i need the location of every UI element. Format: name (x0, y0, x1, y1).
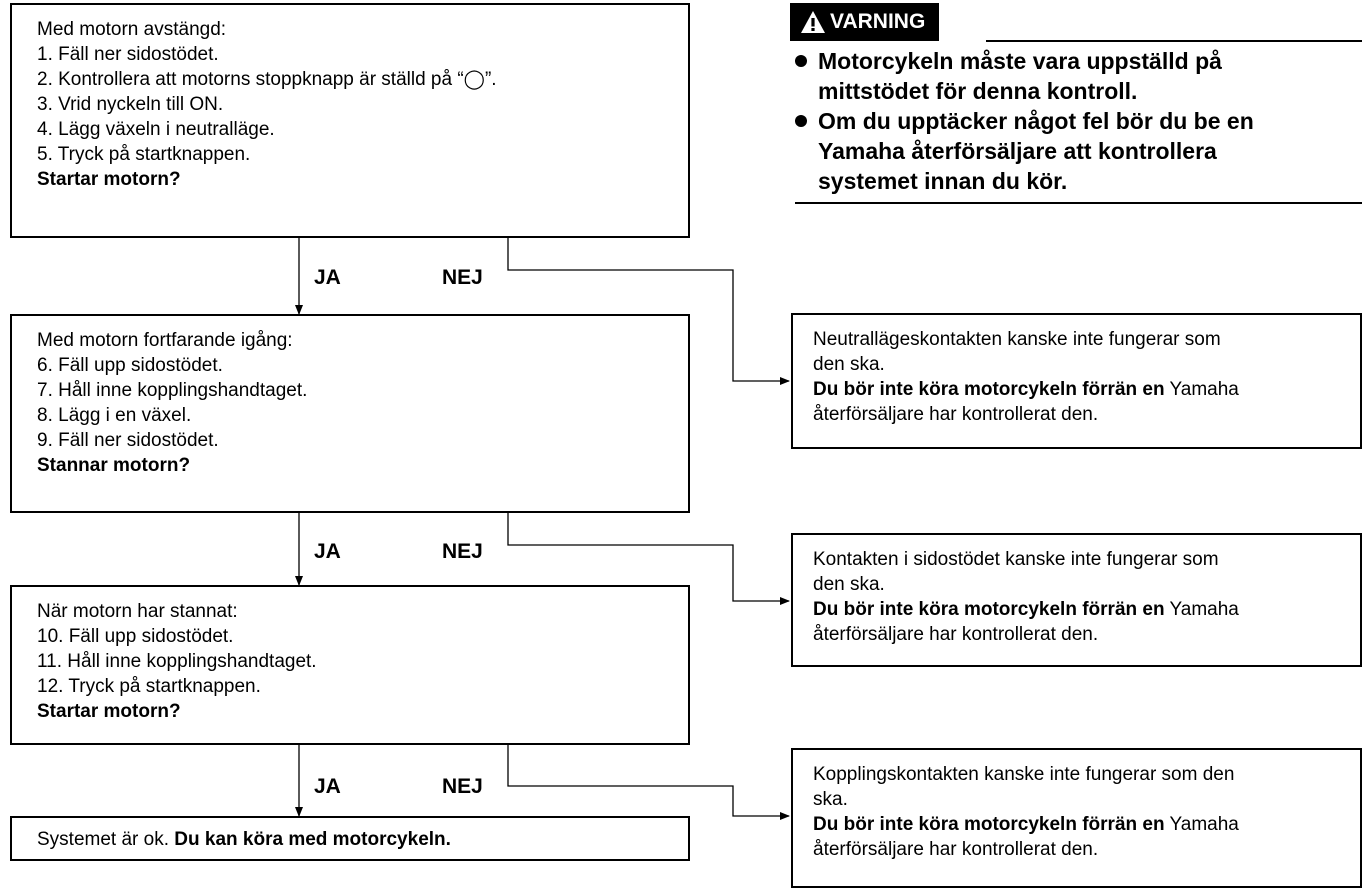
warning-item-2: Om du upptäcker något fel bör du be en Y… (790, 106, 1362, 196)
step-1-heading: Med motorn avstängd: (37, 19, 227, 40)
warning-header-rule (986, 40, 1362, 42)
result-box-2: Kontakten i sidostödet kanske inte funge… (791, 533, 1362, 667)
result-3-rest-2: återförsäljare har kontrollerat den. (813, 839, 1099, 860)
result-3-line-2: ska. (813, 789, 848, 810)
final-bold-text: Du kan köra med motorcykeln. (174, 829, 451, 850)
yes-label-3: JA (314, 775, 341, 798)
result-2-line-2: den ska. (813, 574, 885, 595)
step-box-1: Med motorn avstängd: 1. Fäll ner sidostö… (10, 3, 690, 238)
result-2-rest-2: återförsäljare har kontrollerat den. (813, 624, 1099, 645)
step-1-item-1: 1. Fäll ner sidostödet. (37, 44, 219, 65)
result-box-1: Neutrallägeskontakten kanske inte funger… (791, 313, 1362, 449)
warning-item-1-line-2: mittstödet för denna kontroll. (818, 78, 1138, 104)
warning-item-1-line-1: Motorcykeln måste vara uppställd på (818, 48, 1222, 74)
result-1-line-2: den ska. (813, 354, 885, 375)
step-3-item-1: 10. Fäll upp sidostödet. (37, 626, 234, 647)
result-1-line-1: Neutrallägeskontakten kanske inte funger… (813, 329, 1221, 350)
step-2-item-3: 8. Lägg i en växel. (37, 405, 192, 426)
result-3-line-1: Kopplingskontakten kanske inte fungerar … (813, 764, 1235, 785)
warning-title: VARNING (830, 10, 926, 33)
warning-bottom-rule (795, 202, 1362, 204)
final-box: Systemet är ok. Du kan köra med motorcyk… (10, 816, 690, 861)
step-1-item-3: 3. Vrid nyckeln till ON. (37, 94, 224, 115)
warning-header: VARNING (790, 3, 1362, 43)
no-connector-2 (507, 513, 790, 605)
step-2-question: Stannar motorn? (37, 455, 191, 476)
no-label-3: NEJ (442, 775, 483, 798)
step-3-item-2: 11. Håll inne kopplingshandtaget. (37, 651, 317, 672)
result-2-line-1: Kontakten i sidostödet kanske inte funge… (813, 549, 1219, 570)
no-label-2: NEJ (442, 540, 483, 563)
warning-block: VARNING Motorcykeln måste vara uppställd… (790, 3, 1362, 204)
warning-item-2-line-1: Om du upptäcker något fel bör du be en (818, 108, 1254, 134)
step-3-heading: När motorn har stannat: (37, 601, 238, 622)
step-box-2: Med motorn fortfarande igång: 6. Fäll up… (10, 314, 690, 513)
yes-label-1: JA (314, 266, 341, 289)
warning-item-2-line-3: systemet innan du kör. (818, 168, 1068, 194)
step-1-item-5: 5. Tryck på startknappen. (37, 144, 251, 165)
result-2-rest-1: Yamaha (1164, 599, 1239, 620)
step-1-question: Startar motorn? (37, 169, 181, 190)
result-3-bold: Du bör inte köra motorcykeln förrän en (813, 814, 1165, 835)
warning-triangle-icon (801, 11, 825, 33)
result-2-bold: Du bör inte köra motorcykeln förrän en (813, 599, 1165, 620)
step-1-item-2: 2. Kontrollera att motorns stoppknapp är… (37, 69, 497, 90)
result-1-rest-1: Yamaha (1164, 379, 1239, 400)
step-2-item-4: 9. Fäll ner sidostödet. (37, 430, 219, 451)
warning-badge: VARNING (790, 3, 940, 41)
warning-item-1: Motorcykeln måste vara uppställd på mitt… (790, 46, 1362, 106)
step-3-question: Startar motorn? (37, 701, 181, 722)
final-text: Systemet är ok. (37, 829, 175, 850)
step-2-item-2: 7. Håll inne kopplingshandtaget. (37, 380, 308, 401)
step-3-item-3: 12. Tryck på startknappen. (37, 676, 261, 697)
result-1-bold: Du bör inte köra motorcykeln förrän en (813, 379, 1165, 400)
bullet-icon (795, 55, 807, 67)
bullet-icon (795, 115, 807, 127)
yes-label-2: JA (314, 540, 341, 563)
step-1-item-4: 4. Lägg växeln i neutralläge. (37, 119, 275, 140)
result-1-rest-2: återförsäljare har kontrollerat den. (813, 404, 1099, 425)
warning-item-2-line-2: Yamaha återförsäljare att kontrollera (818, 138, 1217, 164)
result-box-3: Kopplingskontakten kanske inte fungerar … (791, 748, 1362, 888)
step-box-3: När motorn har stannat: 10. Fäll upp sid… (10, 585, 690, 745)
step-2-heading: Med motorn fortfarande igång: (37, 330, 293, 351)
no-label-1: NEJ (442, 266, 483, 289)
step-2-item-1: 6. Fäll upp sidostödet. (37, 355, 223, 376)
no-connector-3 (507, 745, 790, 820)
warning-body: Motorcykeln måste vara uppställd på mitt… (790, 43, 1362, 204)
no-connector-1 (507, 238, 790, 385)
result-3-rest-1: Yamaha (1164, 814, 1239, 835)
